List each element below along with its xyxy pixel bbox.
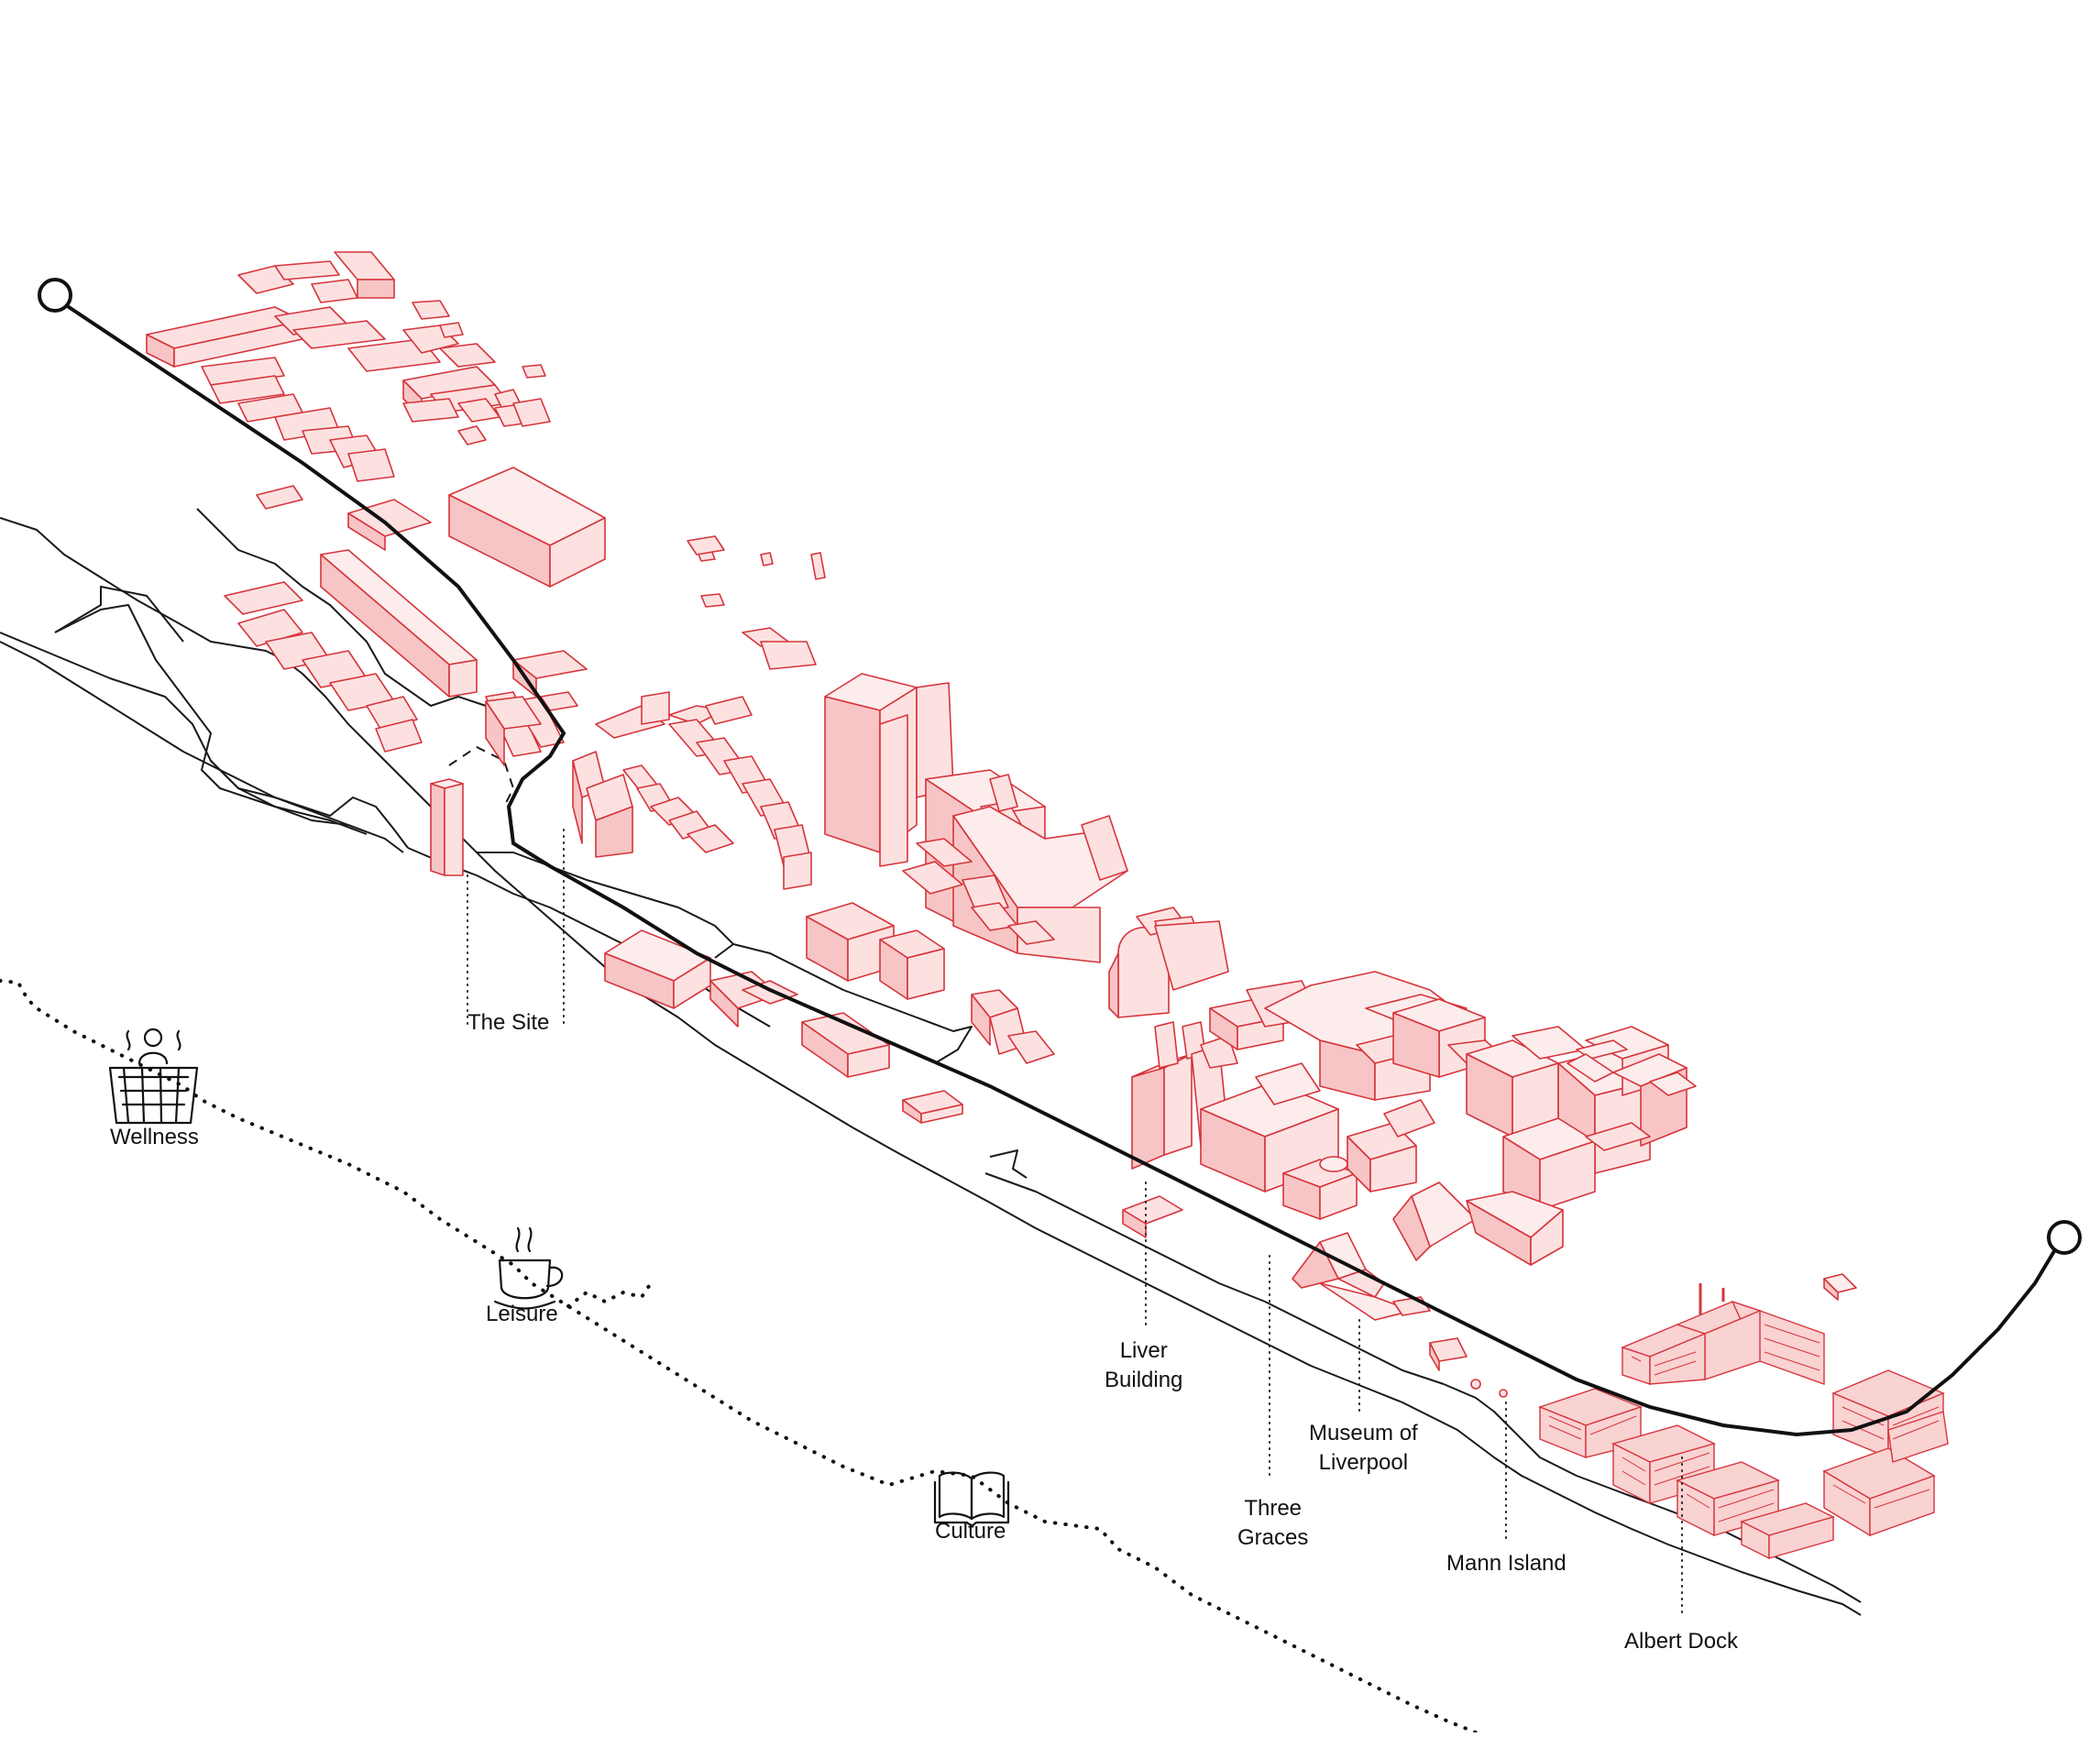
coastline [0,508,1862,1616]
buildings-north [146,251,826,670]
label-three-graces: Three Graces [1237,1496,1309,1550]
buildings-albert-dock [1537,1283,1949,1560]
buildings-middle [224,549,1183,1238]
coffee-cup-icon [493,1226,564,1310]
label-wellness: Wellness [110,1125,199,1149]
label-museum-of-liverpool: Museum of Liverpool [1309,1421,1418,1475]
label-the-site: The Site [467,1010,550,1035]
label-leisure: Leisure [486,1302,558,1326]
label-mann-island: Mann Island [1446,1551,1567,1576]
buildings-business-district [824,673,1857,1398]
label-culture: Culture [935,1519,1006,1544]
hot-tub-icon [108,1028,199,1125]
route-end-node [2047,1220,2082,1255]
open-book-icon [933,1471,1010,1528]
leader-lines [467,829,1683,1619]
route-line [38,278,2082,1437]
route-start-node [38,278,72,313]
label-liver-building: Liver Building [1105,1338,1183,1392]
label-albert-dock: Albert Dock [1624,1629,1739,1654]
